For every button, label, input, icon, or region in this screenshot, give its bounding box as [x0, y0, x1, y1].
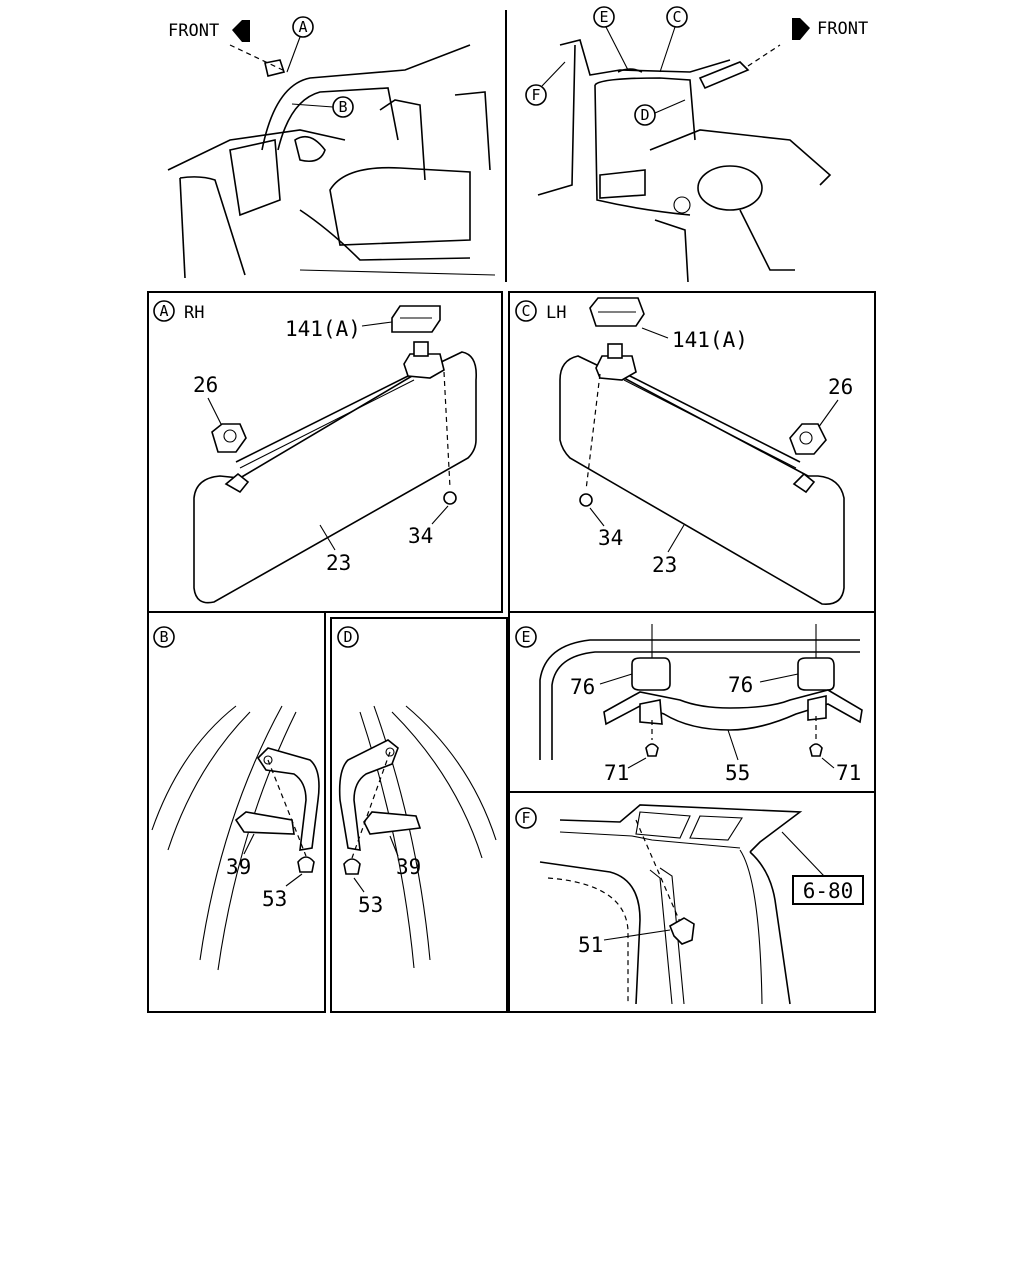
callout-circle-d — [634, 104, 656, 126]
callout-e: E — [599, 8, 608, 26]
part-71-right: 71 — [836, 761, 861, 785]
ref-box-label: 6-80 — [803, 879, 854, 903]
overview-left: FRONT A B — [167, 16, 496, 279]
callout-f: F — [531, 86, 540, 104]
front-arrow-left-icon — [232, 20, 250, 42]
part-39-d: 39 — [396, 855, 421, 879]
panel-c: C LH 141(A) 26 34 23 — [515, 297, 853, 605]
part-26-lh: 26 — [828, 375, 853, 399]
front-label-right: FRONT — [817, 19, 868, 39]
part-26-clip-rh — [211, 423, 247, 453]
panel-d-frame — [330, 617, 508, 1013]
part-141-lh: 141(A) — [672, 328, 748, 352]
panel-a-letter: A — [159, 302, 168, 320]
part-55: 55 — [725, 761, 750, 785]
part-26-clip-lh — [789, 423, 827, 455]
panel-f: F 51 6-80 — [515, 804, 864, 1005]
front-label-left: FRONT — [168, 21, 219, 41]
part-39-bracket-lh — [338, 739, 399, 851]
part-76-bracket-right — [797, 657, 835, 691]
part-141-rh: 141(A) — [285, 317, 361, 341]
callout-circle-f — [525, 84, 547, 106]
part-141-cover-rh — [391, 305, 441, 333]
part-55-assist-grip — [603, 689, 863, 731]
panel-e: E 76 76 71 71 55 — [515, 624, 863, 785]
callout-b: B — [338, 98, 347, 116]
panel-f-letter: F — [521, 809, 530, 827]
part-71-screw-right — [809, 743, 823, 757]
ref-box — [792, 875, 864, 905]
panel-b-frame — [147, 611, 326, 1013]
part-34-screw-lh — [579, 493, 593, 507]
callout-circle-a — [292, 16, 314, 38]
part-76-bracket-left — [631, 657, 671, 691]
part-23-visor-lh — [559, 355, 845, 605]
panel-d-letter: D — [343, 628, 352, 646]
part-34-screw-rh — [443, 491, 457, 505]
part-39-bracket-rh — [256, 747, 320, 851]
part-23-lh: 23 — [652, 553, 677, 577]
part-34-rh: 34 — [408, 524, 433, 548]
part-26-rh: 26 — [193, 373, 218, 397]
panel-a: A RH 141(A) 26 34 23 — [153, 300, 478, 604]
callout-circle-c — [666, 6, 688, 28]
callout-circle-e — [593, 6, 615, 28]
panel-c-side: LH — [546, 303, 566, 323]
part-34-lh: 34 — [598, 526, 623, 550]
panel-a-side: RH — [184, 303, 204, 323]
part-53-d: 53 — [358, 893, 383, 917]
part-51: 51 — [578, 933, 603, 957]
part-39-b: 39 — [226, 855, 251, 879]
front-arrow-right-icon — [792, 18, 810, 40]
callout-d: D — [640, 106, 649, 124]
panel-f-frame — [508, 791, 876, 1013]
part-23-visor-rh — [193, 351, 478, 604]
part-53-b: 53 — [262, 887, 287, 911]
part-71-screw-left — [645, 743, 659, 757]
callout-a: A — [298, 18, 307, 36]
part-51-retainer — [668, 917, 695, 945]
panel-b-letter: B — [159, 628, 168, 646]
part-53-screw-lh — [343, 858, 361, 875]
panel-c-letter: C — [521, 302, 530, 320]
overview-right: FRONT E C F D — [525, 6, 868, 283]
callout-c: C — [672, 8, 681, 26]
part-76-right: 76 — [728, 673, 753, 697]
part-76-left: 76 — [570, 675, 595, 699]
part-23-rh: 23 — [326, 551, 351, 575]
panel-d: D 39 53 — [337, 626, 497, 969]
part-53-screw-rh — [297, 856, 315, 873]
panel-e-letter: E — [521, 628, 530, 646]
part-71-left: 71 — [604, 761, 629, 785]
panel-b: B 39 53 — [151, 626, 320, 971]
